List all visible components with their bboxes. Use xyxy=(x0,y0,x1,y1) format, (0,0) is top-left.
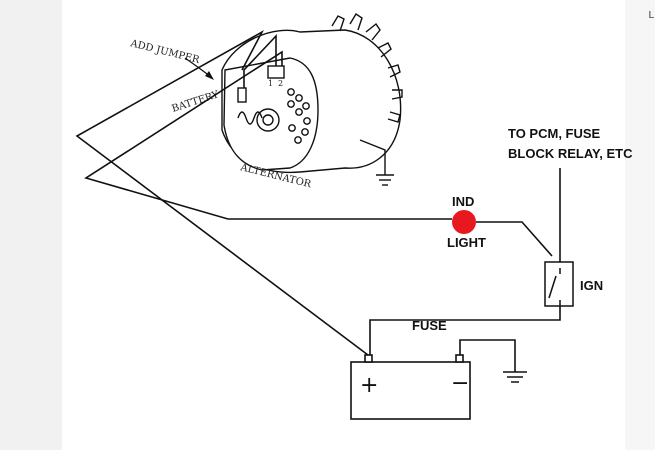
corner-mark: L xyxy=(648,10,654,21)
jumper-wire xyxy=(243,33,277,88)
battery-plus-sign: + xyxy=(360,373,378,398)
jumper-arrowhead xyxy=(205,71,214,80)
negative-cable xyxy=(459,339,516,372)
battery-terminal xyxy=(237,87,247,103)
indicator-wire xyxy=(84,50,452,220)
ign-label: IGN xyxy=(580,278,603,293)
ignition-switch-icon xyxy=(544,261,574,307)
regulator-plug xyxy=(267,65,285,79)
fuse-line xyxy=(369,306,561,355)
battery-minus-sign: − xyxy=(451,371,469,396)
terminal-1-label: 1 xyxy=(268,79,273,88)
alternator xyxy=(221,13,403,175)
vent-holes xyxy=(287,88,311,144)
lamp-to-ign-wire xyxy=(476,221,553,257)
indicator-lamp-icon xyxy=(452,210,476,234)
rear-bearing xyxy=(256,108,280,132)
to-pcm-label-line1: TO PCM, FUSE xyxy=(508,126,601,141)
right-margin-strip xyxy=(625,0,655,450)
to-pcm-label-line2: BLOCK RELAY, ETC xyxy=(508,146,633,161)
left-margin-strip xyxy=(0,0,62,450)
alternator-ground-icon xyxy=(376,174,394,186)
ground-strap xyxy=(359,139,386,175)
ind-label: IND xyxy=(452,194,474,209)
light-label: LIGHT xyxy=(447,235,486,250)
heat-sink xyxy=(237,111,263,125)
fuse-label: FUSE xyxy=(412,318,447,333)
ground-symbol-icon xyxy=(503,371,527,383)
cooling-fins xyxy=(331,13,403,123)
battery-cable xyxy=(75,29,369,356)
wires xyxy=(75,29,561,372)
terminal-2-label: 2 xyxy=(278,79,283,88)
battery-wire-label: BATTERY xyxy=(171,89,221,115)
battery xyxy=(350,354,471,420)
